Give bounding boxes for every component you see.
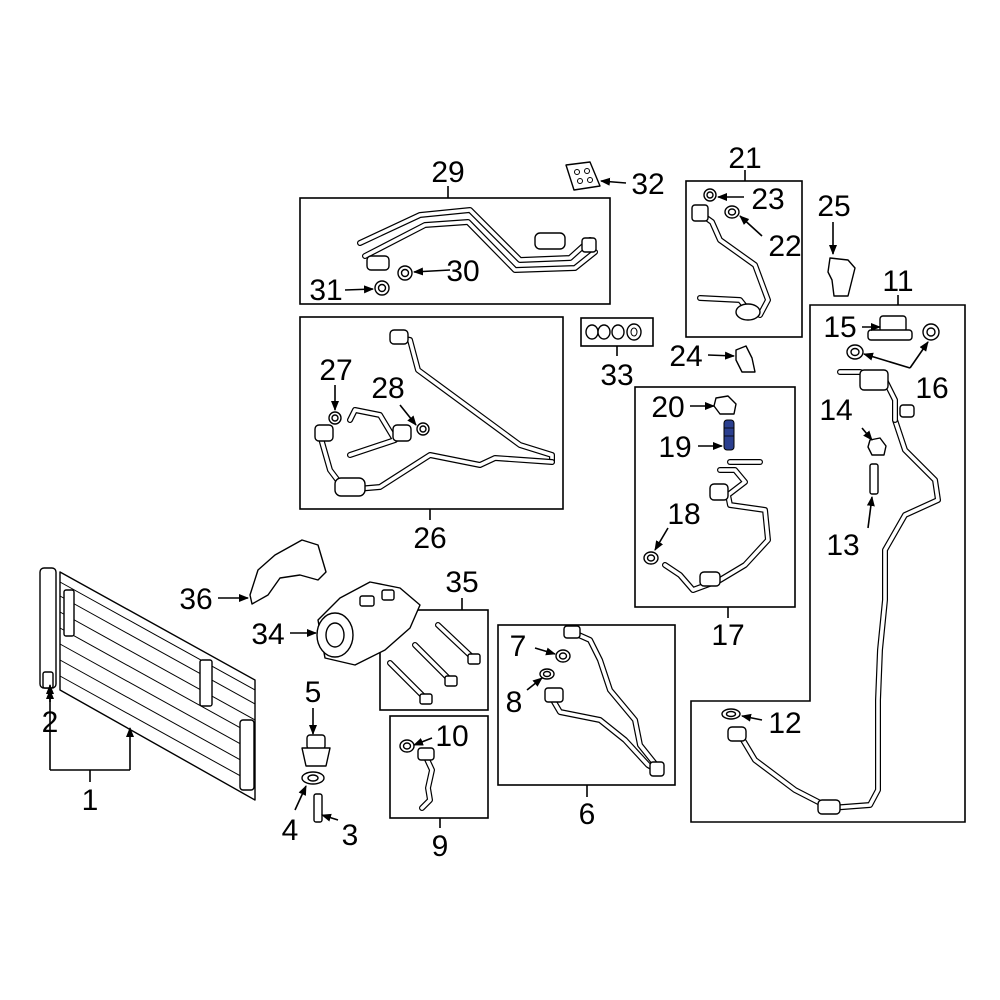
bracket-36 — [249, 539, 327, 605]
callout-34[interactable]: 34 — [251, 618, 284, 651]
callout-32[interactable]: 32 — [631, 168, 664, 201]
group-box-21 — [685, 180, 803, 338]
ac-line-26 — [314, 329, 555, 497]
callout-18[interactable]: 18 — [667, 498, 700, 531]
callout-17[interactable]: 17 — [711, 619, 744, 652]
callout-20[interactable]: 20 — [651, 391, 684, 424]
callout-3[interactable]: 3 — [342, 819, 359, 852]
callout-10[interactable]: 10 — [435, 720, 468, 753]
callout-labels: 1 2 3 4 5 6 7 8 9 10 11 12 13 14 15 16 1… — [42, 142, 949, 863]
group-box-26 — [299, 316, 564, 510]
pressure-switch-15 — [867, 315, 913, 341]
callout-31[interactable]: 31 — [309, 274, 342, 307]
o-ring-8 — [539, 668, 555, 680]
callout-16[interactable]: 16 — [915, 372, 948, 405]
bracket-25 — [827, 257, 856, 297]
callout-36[interactable]: 36 — [179, 583, 212, 616]
callout-13[interactable]: 13 — [826, 529, 859, 562]
o-ring-22 — [724, 205, 740, 219]
callout-27[interactable]: 27 — [319, 354, 352, 387]
o-ring-28 — [416, 422, 430, 436]
o-ring-16 — [846, 323, 940, 360]
callout-2[interactable]: 2 — [42, 706, 59, 739]
callout-9[interactable]: 9 — [432, 830, 449, 863]
group-box-29 — [299, 197, 611, 305]
o-ring-27 — [328, 411, 342, 425]
ac-line-6 — [544, 625, 665, 777]
group-box-11 — [690, 304, 966, 823]
callout-23[interactable]: 23 — [751, 183, 784, 216]
compressor-34 — [316, 581, 421, 666]
o-ring-23 — [703, 188, 717, 202]
bolts-35 — [387, 622, 481, 705]
callout-6[interactable]: 6 — [579, 798, 596, 831]
o-ring-10 — [399, 739, 415, 753]
ac-line-29 — [357, 207, 598, 273]
callout-7[interactable]: 7 — [510, 630, 527, 663]
callout-28[interactable]: 28 — [371, 372, 404, 405]
o-ring-18 — [643, 551, 659, 565]
group-box-35 — [379, 609, 489, 711]
valve-cap-14 — [867, 437, 887, 456]
bolt-3 — [313, 793, 323, 823]
o-ring-31 — [374, 280, 390, 296]
ac-line-21 — [691, 204, 771, 321]
callout-19[interactable]: 19 — [658, 431, 691, 464]
callout-24[interactable]: 24 — [669, 340, 702, 373]
drier-element-2 — [42, 671, 54, 689]
callout-35[interactable]: 35 — [445, 566, 478, 599]
callout-15[interactable]: 15 — [823, 311, 856, 344]
callout-29[interactable]: 29 — [431, 156, 464, 189]
callout-14[interactable]: 14 — [819, 394, 852, 427]
leader-lines — [46, 170, 929, 828]
callout-5[interactable]: 5 — [305, 676, 322, 709]
callout-4[interactable]: 4 — [282, 814, 299, 847]
callout-21[interactable]: 21 — [728, 142, 761, 175]
callout-12[interactable]: 12 — [768, 707, 801, 740]
condenser-1 — [39, 567, 256, 801]
pressure-switch-5 — [301, 734, 331, 767]
ac-line-11 — [727, 369, 941, 815]
o-ring-4 — [301, 771, 325, 785]
ac-line-17 — [662, 459, 771, 593]
ac-line-9 — [417, 747, 435, 811]
callout-1[interactable]: 1 — [82, 784, 99, 817]
plate-32 — [565, 161, 601, 191]
valve-core-13 — [869, 463, 879, 495]
callout-11[interactable]: 11 — [882, 265, 913, 298]
service-valve-19 — [723, 419, 735, 451]
group-box-17 — [634, 386, 796, 608]
service-valve-cap-20 — [713, 395, 737, 415]
callout-26[interactable]: 26 — [413, 522, 446, 555]
seal-kit-33 — [585, 323, 642, 341]
callout-25[interactable]: 25 — [817, 190, 850, 223]
o-ring-7 — [555, 649, 571, 663]
group-box-9 — [389, 715, 489, 819]
callout-30[interactable]: 30 — [446, 255, 479, 288]
o-ring-12 — [721, 708, 741, 720]
callout-33[interactable]: 33 — [600, 359, 633, 392]
callout-8[interactable]: 8 — [506, 686, 523, 719]
callout-22[interactable]: 22 — [768, 230, 801, 263]
o-ring-30 — [397, 265, 413, 281]
bracket-24 — [735, 345, 756, 373]
